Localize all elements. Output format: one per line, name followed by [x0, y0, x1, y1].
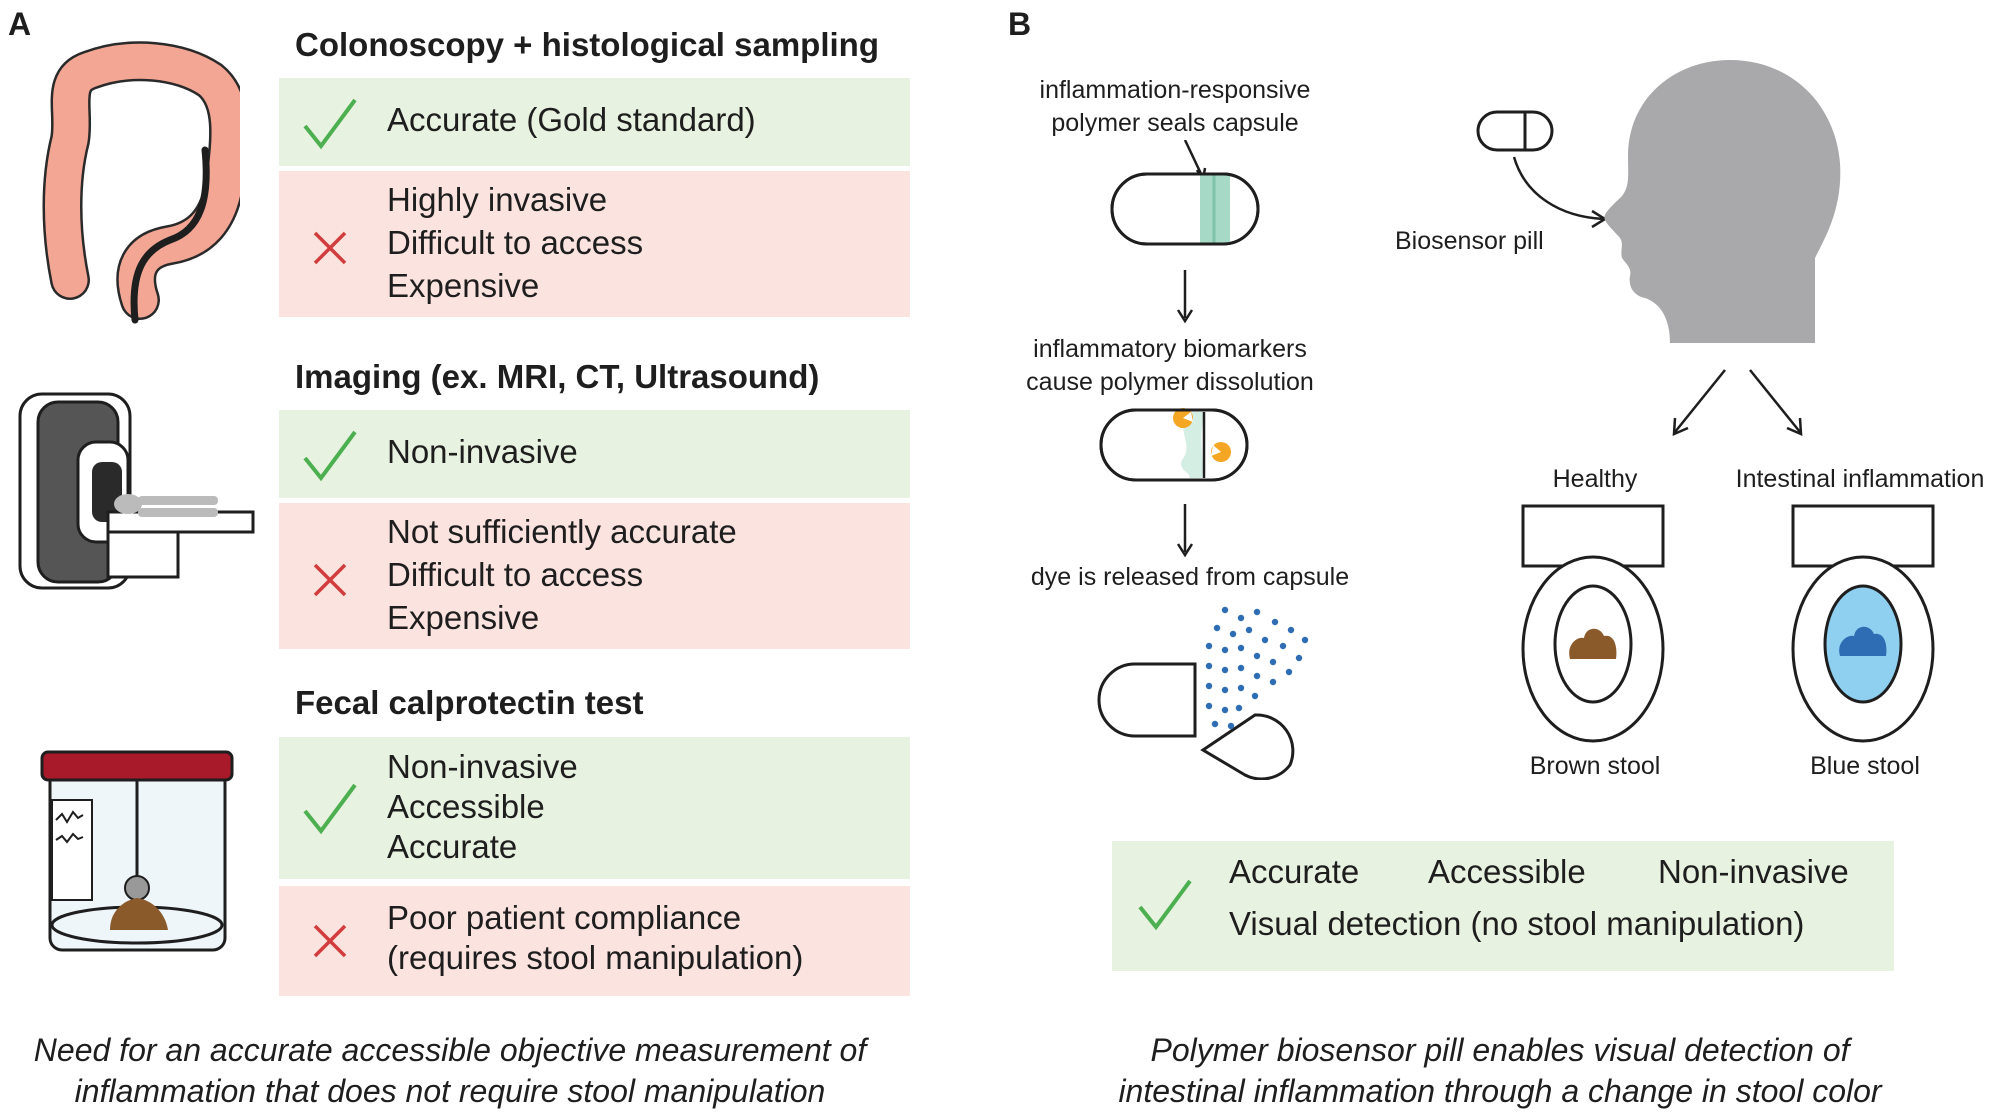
panel-b-letter: B — [1008, 6, 1032, 42]
pro-text: Non-invasive — [387, 433, 578, 470]
inflammation-label: Intestinal inflammation — [1735, 465, 1985, 493]
toilet-healthy-icon — [1521, 504, 1665, 743]
step1-line-1: inflammation-responsive — [1039, 76, 1311, 104]
pro-text-1: Non-invasive — [387, 748, 578, 785]
caption-line-2: intestinal inflammation through a change… — [1118, 1073, 1882, 1109]
con-box-imaging: Not sufficiently accurate Difficult to a… — [279, 503, 910, 649]
check-icon — [1138, 879, 1192, 931]
benefit-accurate: Accurate — [1229, 853, 1360, 890]
head-silhouette — [1604, 60, 1841, 343]
con-text-2: (requires stool manipulation) — [387, 939, 804, 976]
cross-icon — [313, 563, 347, 597]
blue-stool-label: Blue stool — [1810, 752, 1920, 780]
dissolving-capsule-icon — [1099, 408, 1249, 482]
sealed-capsule-icon — [1110, 140, 1260, 246]
check-icon — [303, 783, 357, 835]
pro-text-3: Accurate — [387, 828, 518, 865]
step2-line-1: inflammatory biomarkers — [1033, 335, 1307, 363]
arrow-curved — [1512, 156, 1608, 229]
pro-box-calprotectin: Non-invasive Accessible Accurate — [279, 737, 910, 879]
cross-icon — [313, 924, 347, 958]
split-arrows — [1672, 369, 1803, 436]
pro-box-imaging: Non-invasive — [279, 410, 910, 498]
brown-stool-label: Brown stool — [1529, 752, 1661, 780]
arrow-down — [1176, 270, 1194, 324]
healthy-label: Healthy — [1552, 465, 1638, 493]
con-text-1: Poor patient compliance — [387, 899, 742, 936]
step2-line-2: cause polymer dissolution — [1026, 368, 1314, 396]
con-box-calprotectin: Poor patient compliance (requires stool … — [279, 886, 910, 996]
panel-b-caption: Polymer biosensor pill enables visual de… — [1050, 1030, 1950, 1112]
con-text-2: Difficult to access — [387, 224, 644, 261]
con-text-1: Highly invasive — [387, 181, 608, 218]
biosensor-pill-label: Biosensor pill — [1395, 227, 1544, 255]
cross-icon — [313, 231, 347, 265]
con-text-2: Difficult to access — [387, 556, 644, 593]
caption-line-2: inflammation that does not require stool… — [74, 1073, 826, 1109]
pro-box-colonoscopy: Accurate (Gold standard) — [279, 78, 910, 166]
check-icon — [303, 98, 357, 150]
specimen-jar-illustration — [40, 750, 234, 952]
arrow-down — [1176, 504, 1194, 558]
check-icon — [303, 430, 357, 482]
dye-release-capsule-icon — [1097, 606, 1309, 780]
mri-scanner-illustration — [18, 392, 255, 590]
benefit-accessible: Accessible — [1428, 853, 1586, 890]
con-text-3: Expensive — [387, 267, 540, 304]
caption-line-1: Polymer biosensor pill enables visual de… — [1150, 1032, 1850, 1068]
step1-label: inflammation-responsive polymer seals ca… — [1010, 74, 1340, 140]
section-heading-calprotectin: Fecal calprotectin test — [295, 684, 644, 721]
benefit-noninvasive: Non-invasive — [1658, 853, 1849, 890]
step3-label: dye is released from capsule — [1030, 563, 1350, 591]
benefit-visual-detection: Visual detection (no stool manipulation) — [1229, 905, 1805, 942]
panel-a-letter: A — [8, 6, 32, 42]
pro-text: Accurate (Gold standard) — [387, 101, 756, 138]
con-text-1: Not sufficiently accurate — [387, 513, 737, 550]
section-heading-imaging: Imaging (ex. MRI, CT, Ultrasound) — [295, 358, 820, 395]
con-box-colonoscopy: Highly invasive Difficult to access Expe… — [279, 171, 910, 317]
caption-line-1: Need for an accurate accessible objectiv… — [33, 1032, 867, 1068]
toilet-inflammation-icon — [1791, 504, 1935, 743]
colon-illustration — [42, 41, 240, 324]
step2-label: inflammatory biomarkers cause polymer di… — [1000, 333, 1340, 399]
biosensor-pill-icon — [1476, 110, 1554, 152]
section-heading-colonoscopy: Colonoscopy + histological sampling — [295, 26, 879, 63]
benefits-box: Accurate Accessible Non-invasive Visual … — [1112, 841, 1894, 971]
pro-text-2: Accessible — [387, 788, 545, 825]
con-text-3: Expensive — [387, 599, 540, 636]
step1-line-2: polymer seals capsule — [1051, 109, 1299, 137]
panel-a-caption: Need for an accurate accessible objectiv… — [0, 1030, 900, 1112]
